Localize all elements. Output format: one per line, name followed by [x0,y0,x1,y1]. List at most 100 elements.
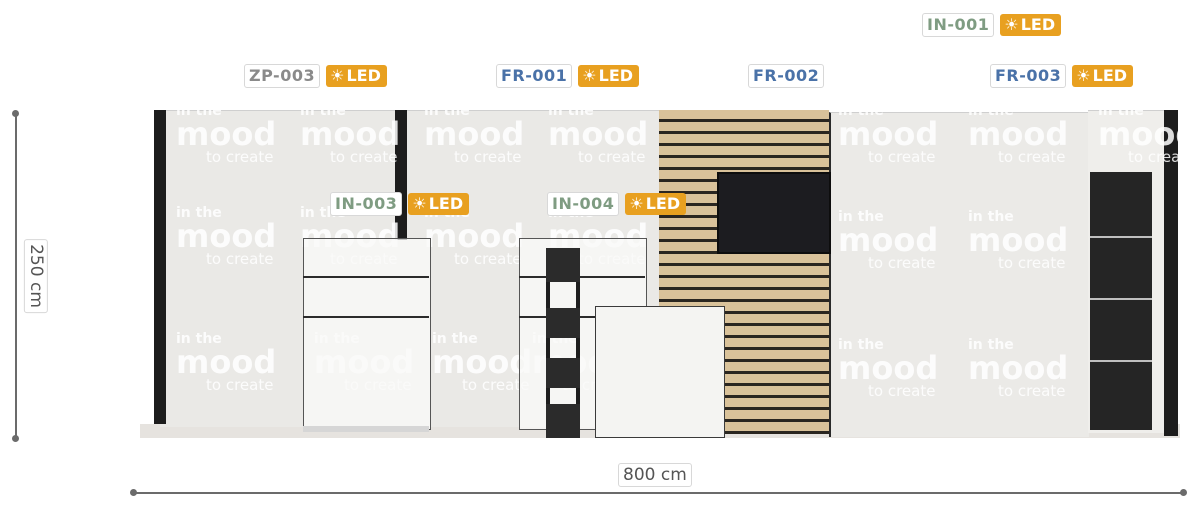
dimension-endpoint [12,110,19,117]
led-label: LED [598,66,634,85]
branding-line2: mood [838,115,939,153]
branding-line2: mood [424,217,525,255]
sun-icon: ☀ [629,194,644,213]
callout-in-003: IN-003☀LED [330,192,470,216]
dimension-endpoint [1180,489,1187,496]
branding-line2: mood [176,115,277,153]
branding-line1: in the [176,103,222,119]
callout-zp-003: ZP-003☀LED [244,64,387,88]
led-label: LED [645,194,681,213]
led-badge: ☀LED [1072,65,1134,87]
callout-fr-003: FR-003☀LED [990,64,1134,88]
callout-in-001: IN-001☀LED [922,13,1062,37]
branding-line3: to create [206,250,274,268]
branding-line2: mood [1098,115,1199,153]
callout-fr-001: FR-001☀LED [496,64,640,88]
branding-line2: mood [176,343,277,381]
dimension-endpoint [12,435,19,442]
counter-base [303,426,429,432]
width-dimension-label: 800 cm [618,463,692,487]
branding-line1: in the [838,103,884,119]
dimension-endpoint [130,489,137,496]
branding-line3: to create [206,148,274,166]
branding-line3: to create [1128,148,1196,166]
brochure-rack [546,248,580,438]
cabinet-shelf [1090,236,1152,238]
width-dimension-line [133,492,1185,494]
branding-line1: in the [968,103,1014,119]
branding-line1: in the [176,205,222,221]
branding-line3: to create [868,382,936,400]
led-badge: ☀LED [625,193,687,215]
led-label: LED [1092,66,1128,85]
display-cabinet [1090,172,1152,430]
sun-icon: ☀ [412,194,427,213]
wall-panel-right [829,112,1089,437]
callout-code: IN-003 [330,192,403,216]
height-dimension-label: 250 cm [23,239,48,313]
cabinet-shelf [1090,360,1152,362]
led-badge: ☀LED [1000,14,1062,36]
branding-line2: mood [968,115,1069,153]
branding-line2: mood [176,217,277,255]
counter-shelf-line [303,316,429,318]
branding-line1: in the [432,331,478,347]
led-badge: ☀LED [408,193,470,215]
led-label: LED [428,194,464,213]
branding-line3: to create [454,250,522,268]
branding-line3: to create [330,148,398,166]
branding-line3: to create [868,148,936,166]
display-counter-in003 [303,238,431,430]
sun-icon: ☀ [1004,15,1019,34]
sun-icon: ☀ [582,66,597,85]
left-post [154,110,166,424]
sun-icon: ☀ [330,66,345,85]
sun-icon: ☀ [1076,66,1091,85]
height-dimension-line [15,113,17,439]
branding-line2: mood [968,349,1069,387]
branding-line2: mood [432,343,533,381]
counter-shelf-line [519,316,645,318]
branding-line2: mood [424,115,525,153]
branding-line1: in the [300,103,346,119]
callout-code: FR-001 [496,64,573,88]
right-post [1164,110,1178,436]
callout-code: FR-003 [990,64,1067,88]
callout-in-004: IN-004☀LED [547,192,687,216]
branding-line3: to create [578,148,646,166]
branding-line1: in the [968,209,1014,225]
branding-line3: to create [454,148,522,166]
callout-code: ZP-003 [244,64,321,88]
branding-line3: to create [206,376,274,394]
led-badge: ☀LED [578,65,640,87]
branding-line3: to create [868,254,936,272]
branding-line1: in the [838,337,884,353]
branding-line1: in the [176,331,222,347]
branding-line2: mood [548,115,649,153]
counter-shelf-line [303,276,429,278]
branding-line2: mood [838,221,939,259]
branding-line2: mood [300,115,401,153]
led-badge: ☀LED [326,65,387,87]
callout-code: IN-001 [922,13,995,37]
branding-line1: in the [838,209,884,225]
branding-line1: in the [1098,103,1144,119]
callout-code: FR-002 [748,64,825,88]
branding-line2: mood [838,349,939,387]
branding-line3: to create [462,376,530,394]
branding-line3: to create [998,382,1066,400]
